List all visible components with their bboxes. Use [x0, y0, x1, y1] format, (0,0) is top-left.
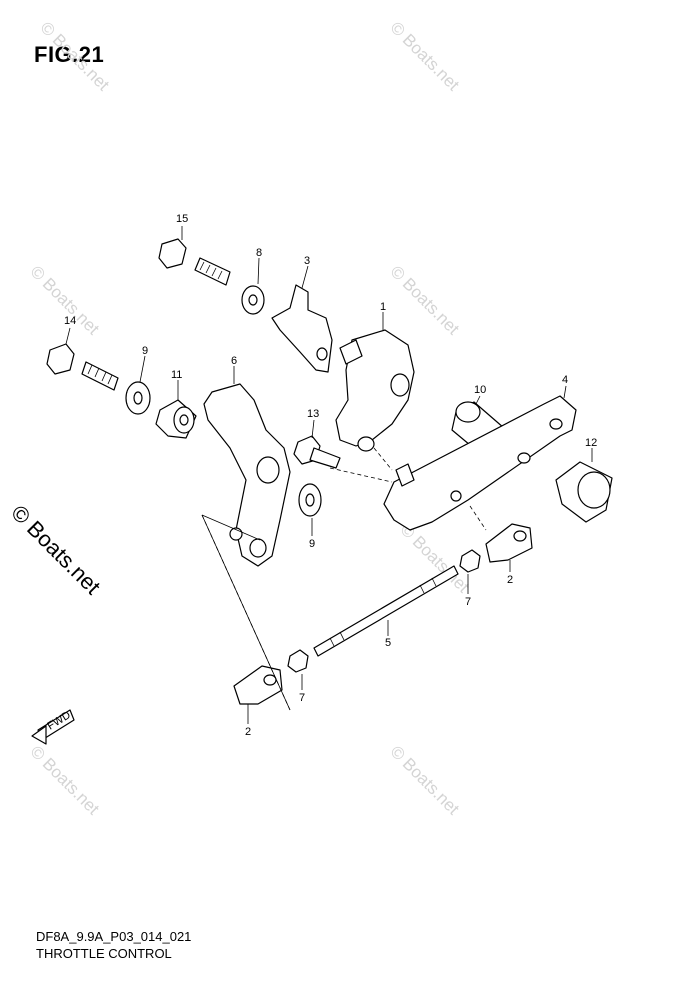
callout-11: 11	[171, 369, 182, 381]
diagram-title: THROTTLE CONTROL	[36, 946, 172, 961]
part-8-washer	[241, 285, 265, 315]
part-15-bolt	[158, 238, 231, 286]
part-11-collar	[155, 399, 197, 439]
part-5-threaded-rod	[313, 565, 459, 657]
callout-2: 2	[507, 574, 513, 586]
part-14-bolt	[46, 343, 119, 391]
part-7-nut	[459, 549, 481, 573]
part-3-bracket	[271, 284, 333, 373]
callout-3: 3	[304, 255, 310, 267]
callout-4: 4	[562, 374, 568, 386]
callout-13: 13	[307, 408, 319, 420]
part-2-rod-end	[485, 523, 533, 563]
callout-9: 9	[142, 345, 148, 357]
callout-15: 15	[176, 213, 188, 225]
part-9-washer	[298, 483, 322, 517]
callout-10: 10	[474, 384, 486, 396]
fwd-arrow-icon: FWD	[31, 709, 75, 745]
callout-labels: 15 8 3 1 14 9 11 6 10 4 13 12 9 2 7 5 7 …	[64, 213, 597, 738]
part-9-washer	[125, 381, 151, 415]
part-7-nut	[287, 649, 309, 673]
callout-12: 12	[585, 437, 597, 449]
leader-lines	[65, 226, 593, 724]
callout-7: 7	[465, 596, 471, 608]
callout-14: 14	[64, 315, 76, 327]
callout-8: 8	[256, 247, 262, 259]
part-12-collar	[555, 461, 613, 523]
part-2-rod-end	[233, 665, 283, 705]
part-13-bolt	[293, 435, 341, 469]
callout-5: 5	[385, 637, 391, 649]
guide-lines	[201, 447, 487, 711]
diagram-code: DF8A_9.9A_P03_014_021	[36, 929, 192, 944]
callout-7: 7	[299, 692, 305, 704]
part-1-lever	[335, 329, 415, 452]
callout-6: 6	[231, 355, 237, 367]
callout-9: 9	[309, 538, 315, 550]
part-4-link-plate	[383, 395, 577, 531]
figure-title: FIG.21	[34, 42, 105, 67]
part-6-arm	[203, 383, 291, 567]
callout-2: 2	[245, 726, 251, 738]
callout-1: 1	[380, 301, 386, 313]
